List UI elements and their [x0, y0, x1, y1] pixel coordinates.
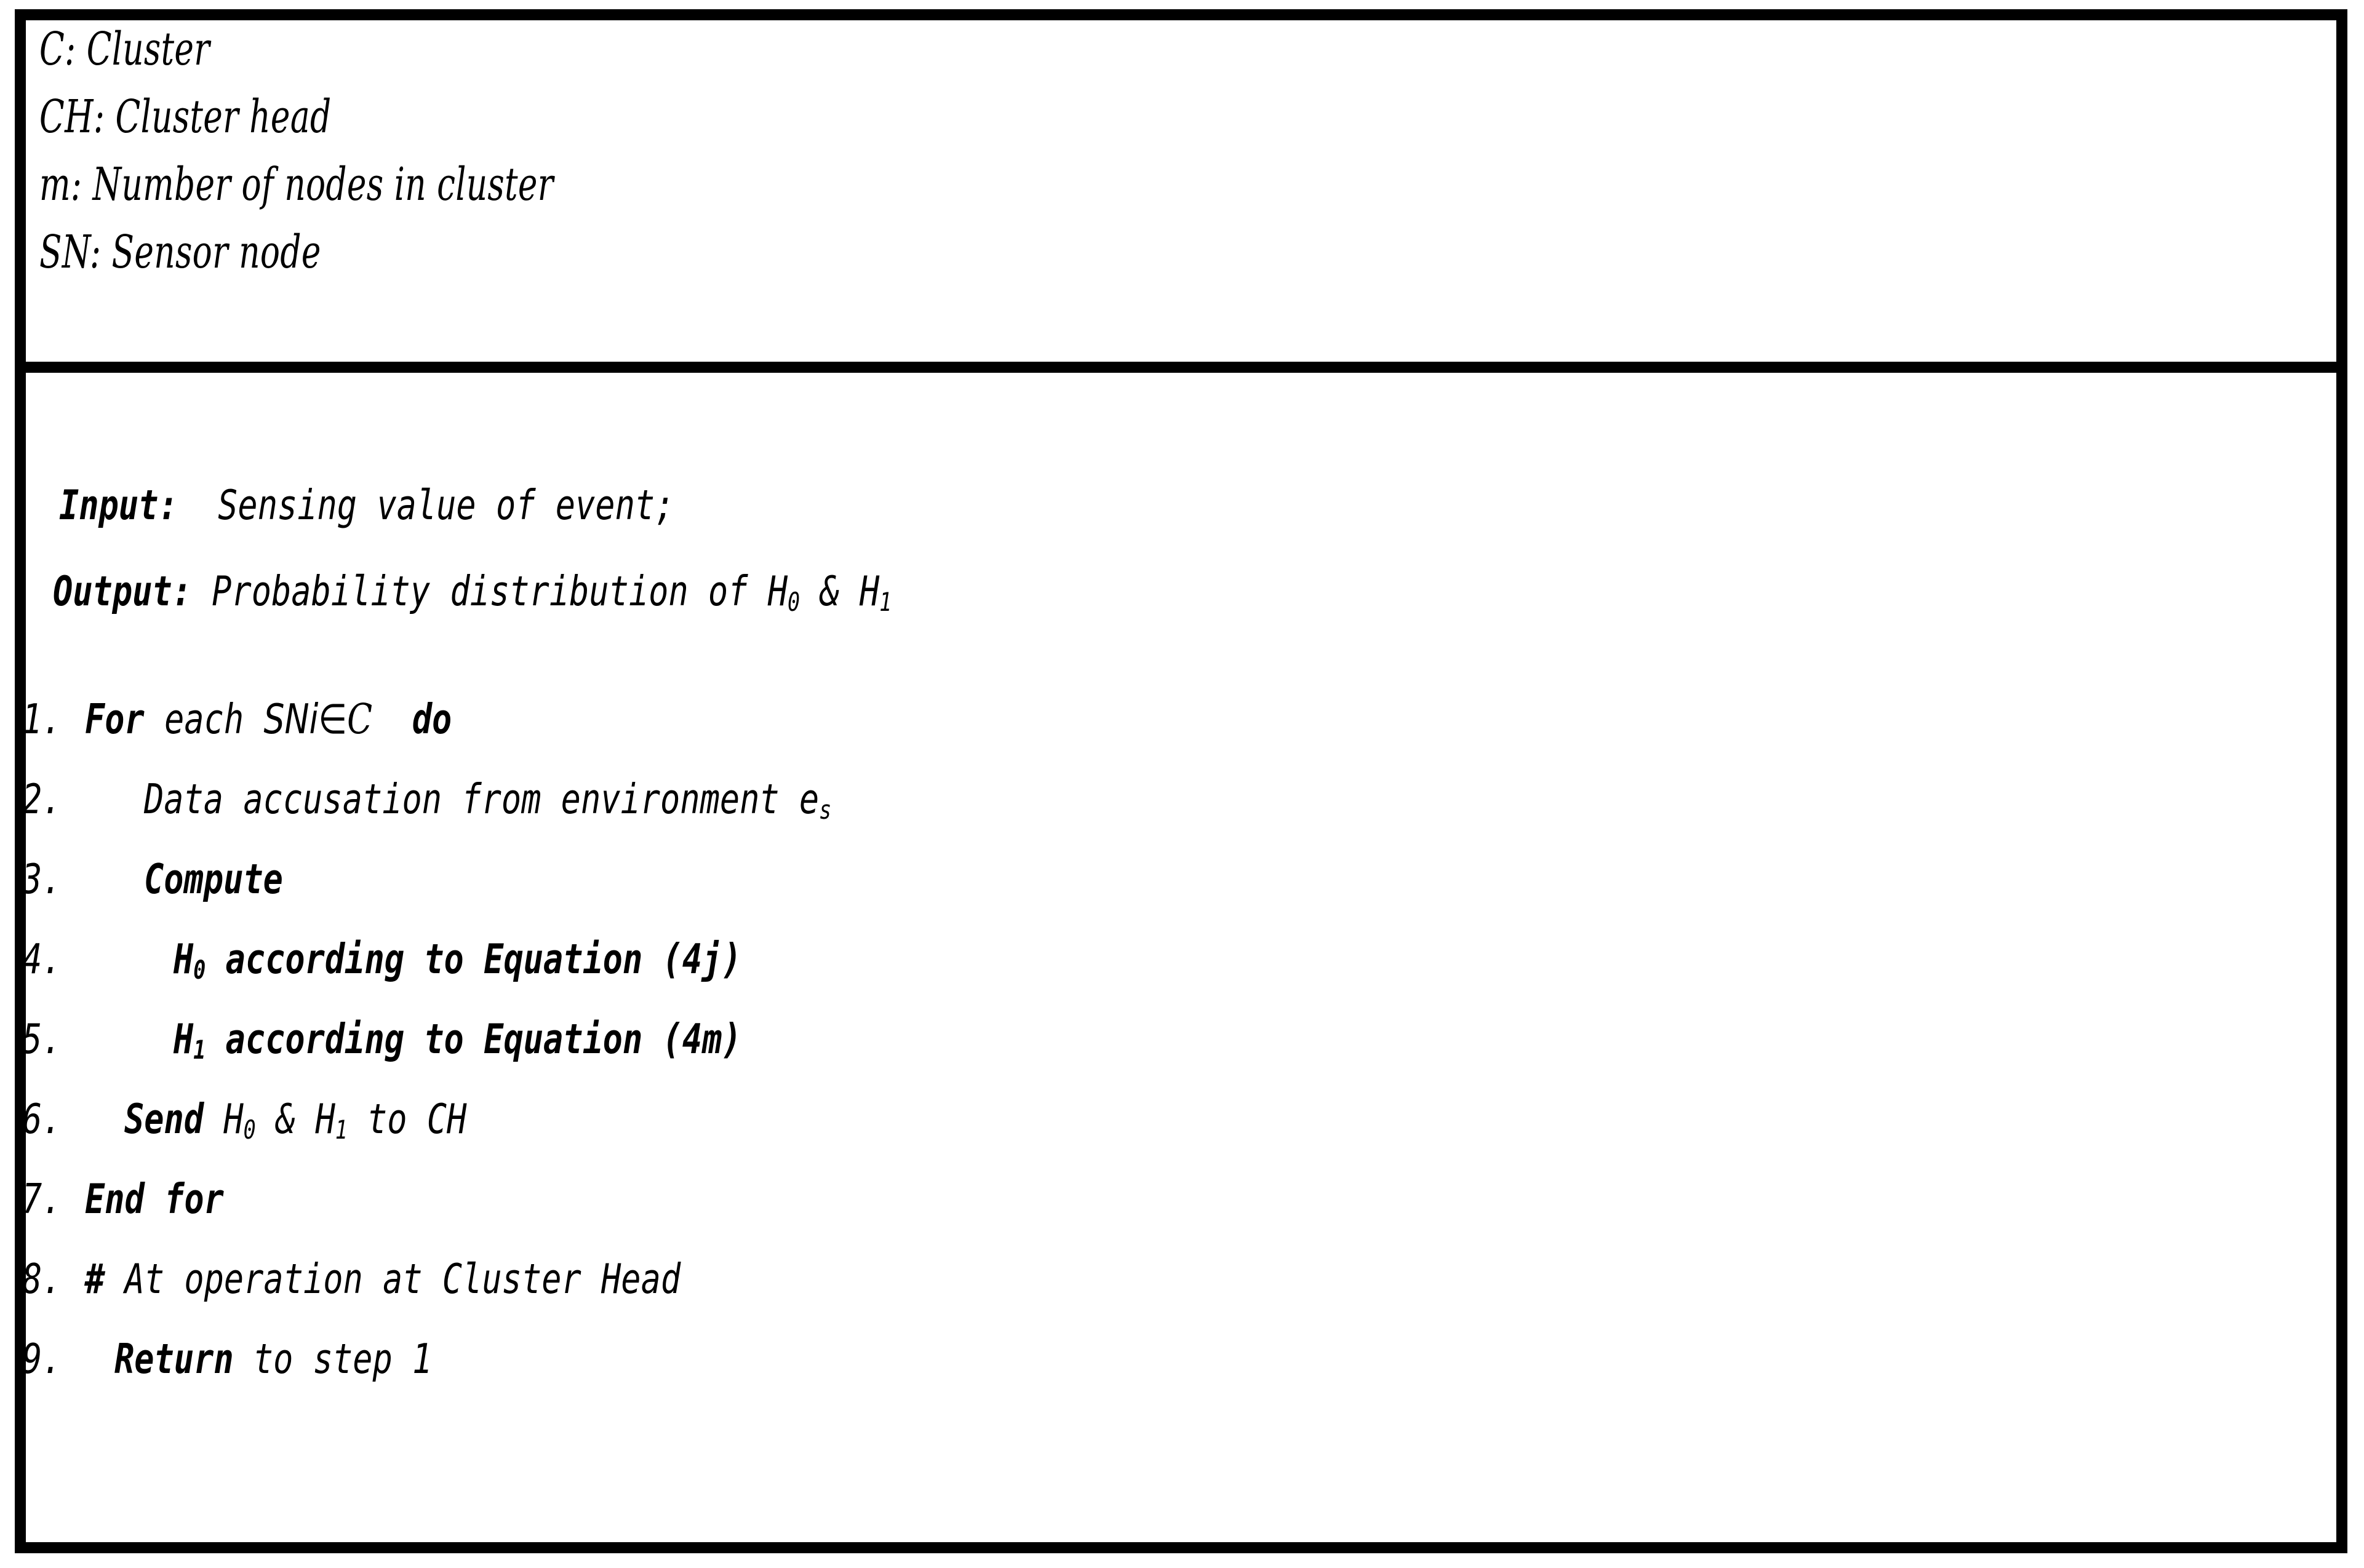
notation-legend-section: C: Cluster CH: Cluster head m: Number of…: [26, 20, 2336, 373]
output-line: Output: Probability distribution of H0 &…: [53, 571, 892, 615]
comment-hash-icon: #: [85, 1255, 105, 1303]
legend-line-cluster-head: CH: Cluster head: [39, 90, 332, 143]
input-label: Input:: [59, 481, 178, 529]
step-text-7: End for: [85, 1175, 224, 1223]
output-h0-subscript: 0: [788, 587, 801, 618]
keyword-for: For: [85, 695, 145, 743]
step-number-4: 4.: [22, 935, 62, 983]
step-4-text: according to Equation (4j): [206, 935, 742, 983]
step-number-6: 6.: [22, 1095, 62, 1143]
step-number-3: 3.: [22, 855, 62, 903]
step-8-text: At operation at Cluster Head: [105, 1255, 681, 1303]
input-value: Sensing value of event;: [178, 481, 675, 529]
step-text-5: H1 according to Equation (4m): [174, 1019, 742, 1063]
output-h0: H: [767, 567, 788, 615]
output-label: Output:: [53, 567, 192, 615]
step-number-7: 7.: [22, 1175, 62, 1223]
step-5-subscript: 1: [193, 1035, 206, 1065]
step-6-h0-subscript: 0: [243, 1115, 256, 1145]
symbol-sn-i: SNi: [263, 695, 319, 743]
legend-line-node-count: m: Number of nodes in cluster: [39, 158, 554, 211]
step-2-subscript: s: [819, 795, 832, 826]
step-1-mid: each: [144, 695, 264, 743]
keyword-do: do: [412, 695, 452, 743]
legend-line-sensor-node: SN: Sensor node: [39, 226, 321, 279]
step-number-1: 1.: [22, 695, 62, 743]
step-6-h0: H: [204, 1095, 244, 1143]
pseudocode-section: Input: Sensing value of event; Output: P…: [22, 373, 2336, 1542]
element-of-icon: ∈: [318, 695, 348, 743]
keyword-send: Send: [124, 1095, 204, 1143]
step-2-text: Data accusation from environment e: [144, 775, 820, 823]
step-4-subscript: 0: [193, 955, 206, 985]
step-text-1: For each SNi∈C do: [85, 699, 452, 740]
step-text-9: Return to step 1: [114, 1339, 432, 1380]
step-6-h1-subscript: 1: [335, 1115, 348, 1145]
step-text-3: Compute: [144, 855, 283, 903]
step-1-gap: [372, 695, 412, 743]
keyword-return: Return: [114, 1335, 234, 1383]
step-text-6: Send H0 & H1 to CH: [124, 1099, 466, 1143]
step-text-2: Data accusation from environment es: [144, 779, 831, 823]
step-6-h1: H: [315, 1095, 335, 1143]
step-number-2: 2.: [22, 775, 62, 823]
step-number-5: 5.: [22, 1015, 62, 1063]
input-line: Input: Sensing value of event;: [59, 485, 674, 526]
step-4-h0: H: [174, 935, 194, 983]
step-9-text: to step 1: [233, 1335, 433, 1383]
symbol-c: C: [347, 695, 373, 743]
step-5-h1: H: [174, 1015, 194, 1063]
step-6-tail: to CH: [347, 1095, 467, 1143]
algorithm-box: C: Cluster CH: Cluster head m: Number of…: [15, 9, 2347, 1553]
step-text-8: # At operation at Cluster Head: [85, 1259, 681, 1300]
step-text-4: H0 according to Equation (4j): [174, 939, 742, 983]
step-6-ampersand: &: [255, 1095, 316, 1143]
step-5-text: according to Equation (4m): [206, 1015, 742, 1063]
output-h1-subscript: 1: [879, 587, 892, 618]
output-value: Probability distribution of: [191, 567, 768, 615]
step-number-8: 8.: [22, 1255, 62, 1303]
legend-line-cluster: C: Cluster: [39, 23, 210, 76]
step-number-9: 9.: [22, 1335, 62, 1383]
output-h1: H: [859, 567, 880, 615]
output-ampersand: &: [800, 567, 860, 615]
